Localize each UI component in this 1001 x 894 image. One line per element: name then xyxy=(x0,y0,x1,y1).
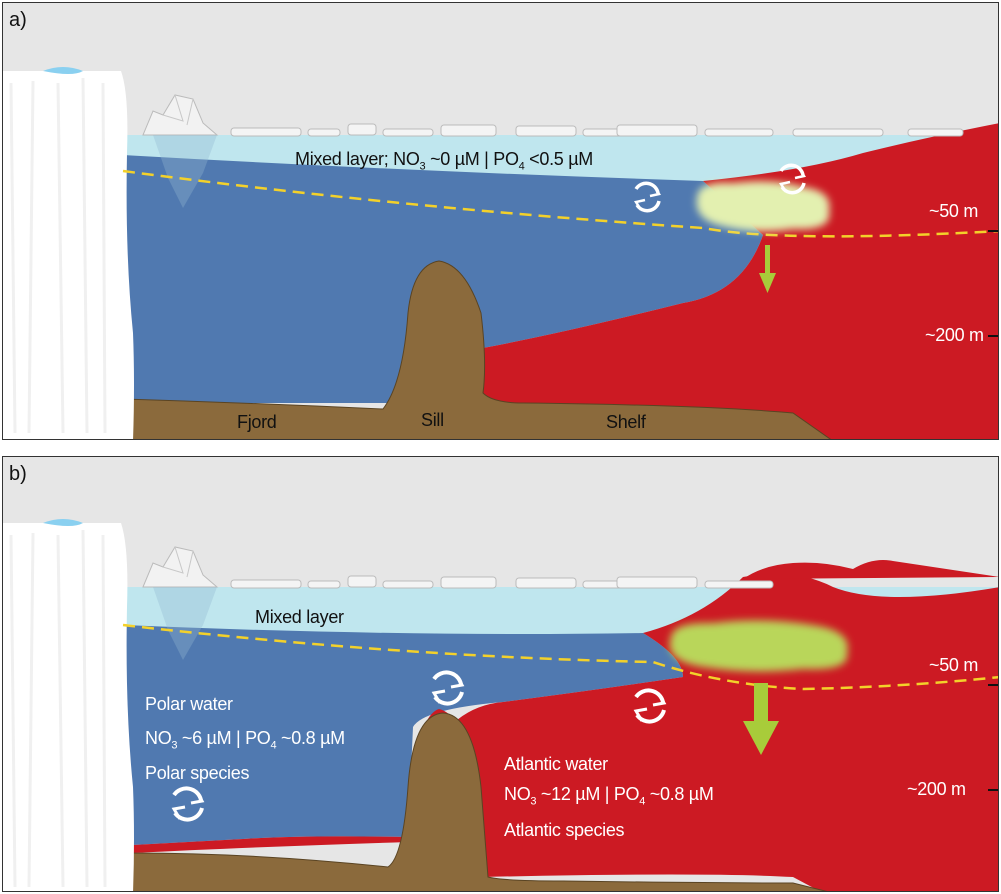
polar-water-title: Polar water xyxy=(145,694,233,714)
polar-nutrients: NO3 ~6 µM | PO4 ~0.8 µM xyxy=(145,728,345,752)
polar-water xyxy=(123,625,683,845)
panel-label: a) xyxy=(9,9,27,31)
iceberg-icon xyxy=(142,94,219,208)
sea-ice-icon xyxy=(230,123,964,137)
fjord-label: Fjord xyxy=(237,412,277,432)
panel-a-diagram xyxy=(3,67,998,439)
pycnocline xyxy=(122,169,998,238)
mixing-arrows-icon xyxy=(431,670,465,706)
panel-label: b) xyxy=(9,463,27,485)
glacier-icon xyxy=(3,523,134,891)
mixing-arrows-icon xyxy=(171,786,205,822)
mixed-layer-label: Mixed layer xyxy=(255,607,344,627)
phytoplankton-bloom-icon xyxy=(669,620,848,672)
sinking-arrow-icon xyxy=(743,683,779,755)
panel-b: b) Mixed layer Polar water NO3 ~6 µM | P… xyxy=(2,456,999,892)
mixing-arrows-icon xyxy=(633,688,667,724)
sill-label: Sill xyxy=(421,410,444,430)
seabed xyxy=(3,260,832,439)
panel-b-diagram xyxy=(3,519,998,891)
panel-a: a) Mixed layer; NO3 ~0 µM | PO4 <0.5 µM … xyxy=(2,2,999,440)
atlantic-nutrients: NO3 ~12 µM | PO4 ~0.8 µM xyxy=(504,784,714,808)
sinking-arrow-icon xyxy=(759,245,776,293)
phytoplankton-bloom-icon xyxy=(696,181,830,232)
seabed xyxy=(3,712,828,891)
mixing-arrows-icon xyxy=(779,163,806,195)
atlantic-water xyxy=(483,123,998,439)
glacier-icon xyxy=(3,71,134,439)
depth-200-label: ~200 m xyxy=(907,779,966,799)
pycnocline xyxy=(122,623,998,691)
mixed-layer-label: Mixed layer; NO3 ~0 µM | PO4 <0.5 µM xyxy=(295,149,593,173)
shelf-label: Shelf xyxy=(606,412,646,432)
depth-50-label: ~50 m xyxy=(929,201,979,221)
atlantic-species: Atlantic species xyxy=(504,820,625,840)
iceberg-icon xyxy=(142,546,219,660)
sea-ice-icon xyxy=(230,575,774,589)
depth-50-label: ~50 m xyxy=(929,655,979,675)
depth-200-label: ~200 m xyxy=(925,325,984,345)
atlantic-water-title: Atlantic water xyxy=(504,754,608,774)
mixing-arrows-icon xyxy=(634,181,661,213)
polar-species: Polar species xyxy=(145,763,250,783)
